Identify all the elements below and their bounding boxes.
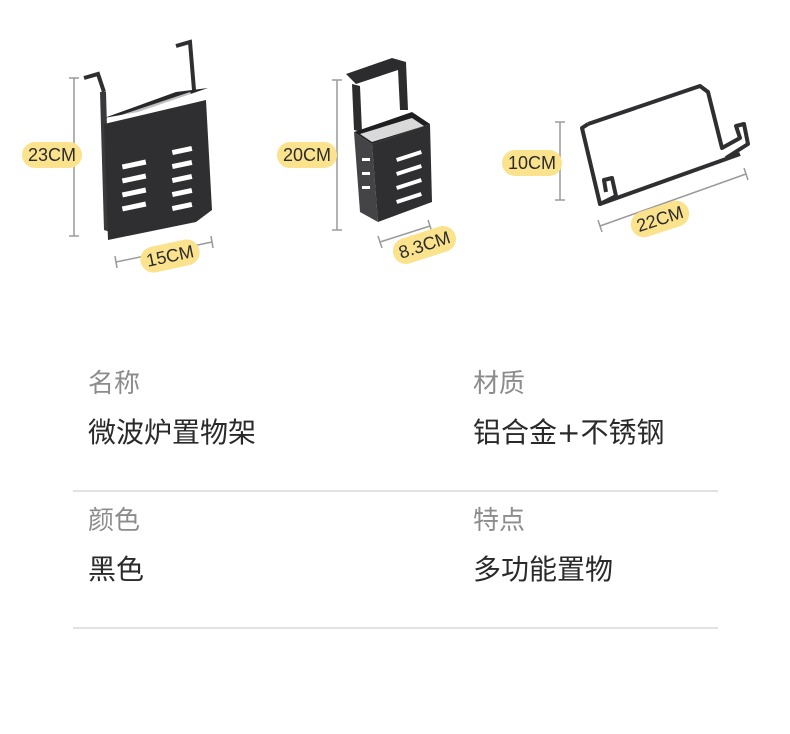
hanging-rack-illustration bbox=[69, 39, 214, 269]
spec-label: 特点 bbox=[473, 506, 526, 536]
spec-label: 材质 bbox=[473, 369, 526, 399]
spec-value: 多功能置物 bbox=[473, 553, 614, 586]
spec-row: 颜色 黑色 特点 多功能置物 bbox=[73, 492, 718, 629]
spec-value: 铝合金+不锈钢 bbox=[473, 416, 665, 449]
spec-value: 黑色 bbox=[88, 553, 145, 586]
spec-label: 名称 bbox=[88, 369, 141, 399]
utensil-holder-illustration bbox=[332, 58, 433, 249]
spec-table: 名称 微波炉置物架 材质 铝合金+不锈钢 颜色 黑色 特点 多功能置物 bbox=[73, 355, 718, 629]
height-label-product-1: 23CM bbox=[22, 142, 83, 168]
height-label-product-2: 20CM bbox=[277, 142, 338, 168]
spec-value: 微波炉置物架 bbox=[88, 416, 257, 449]
spec-item-color: 颜色 黑色 bbox=[88, 504, 144, 588]
spec-label: 颜色 bbox=[88, 506, 141, 536]
spec-row: 名称 微波炉置物架 材质 铝合金+不锈钢 bbox=[73, 355, 718, 492]
spec-item-material: 材质 铝合金+不锈钢 bbox=[473, 367, 664, 451]
product-images: 23CM 15CM 20CM 8.3CM 10CM 22CM bbox=[0, 0, 790, 300]
spec-item-name: 名称 微波炉置物架 bbox=[88, 367, 256, 451]
product-illustration bbox=[69, 39, 750, 269]
spec-item-feature: 特点 多功能置物 bbox=[473, 504, 613, 588]
height-label-product-3: 10CM bbox=[502, 150, 563, 176]
